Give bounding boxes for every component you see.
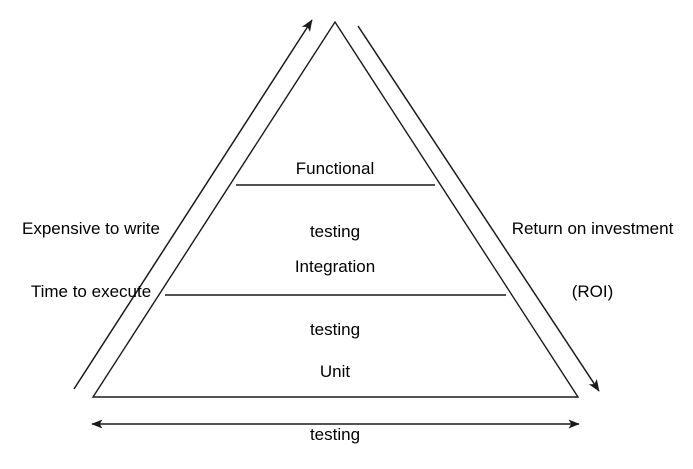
right-axis-arrow (357, 25, 600, 392)
bottom-axis-label: Quantity of tests (196, 438, 476, 469)
tier-label-unit-line2: testing (309, 425, 361, 444)
left-axis-label-line2: Time to execute (30, 282, 152, 301)
right-axis-label-line2: (ROI) (571, 282, 614, 301)
right-axis-label: Return on investment (ROI) (492, 176, 693, 344)
left-axis-label: Expensive to write Time to execute (0, 176, 182, 344)
tier-label-integration-line1: Integration (294, 257, 376, 276)
pyramid-outline (91, 20, 580, 398)
tier-label-functional: Functional testing (235, 116, 435, 284)
tier-label-integration: Integration testing (235, 214, 435, 382)
tier-label-integration-line2: testing (309, 320, 361, 339)
right-axis-label-line1: Return on investment (511, 219, 674, 238)
tier-label-functional-line2: testing (309, 222, 361, 241)
tier-label-functional-line1: Functional (295, 159, 375, 178)
left-axis-label-line1: Expensive to write (22, 219, 160, 238)
left-axis-arrow (73, 19, 313, 390)
tier-label-unit-line1: Unit (319, 362, 351, 381)
tier-label-unit: Unit testing (235, 319, 435, 469)
